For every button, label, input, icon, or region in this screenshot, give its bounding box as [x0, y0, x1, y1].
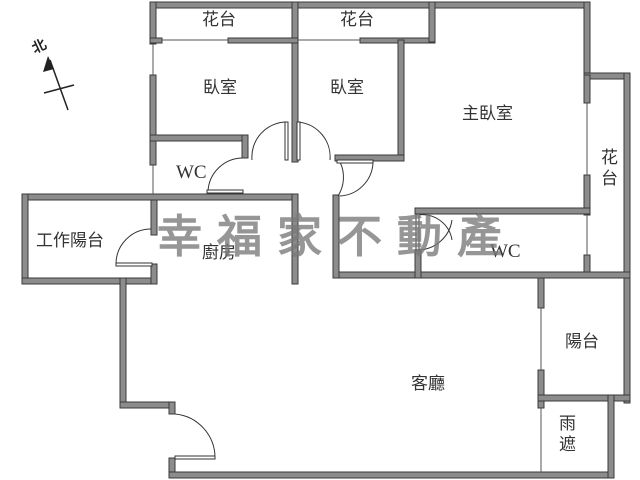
walls	[21, 1, 631, 479]
room-label-bedroom-1: 臥室	[203, 78, 237, 98]
room-label-master-bedroom: 主臥室	[462, 104, 513, 124]
doors	[115, 121, 453, 460]
room-label-wc-1: WC	[176, 162, 207, 183]
room-label-balcony: 陽台	[565, 332, 599, 352]
room-label-bedroom-2: 臥室	[330, 78, 364, 98]
watermark: 幸福家不動產	[157, 210, 518, 263]
room-label-utility-balcony: 工作陽台	[36, 231, 104, 251]
room-label-wc-2: WC	[490, 241, 521, 262]
room-label-planter-top-mid: 花台	[340, 10, 374, 30]
room-label-canopy: 雨遮	[555, 414, 575, 456]
room-label-planter-top-left: 花台	[202, 10, 236, 30]
windows	[152, 39, 588, 472]
room-label-living-room: 客廳	[411, 374, 445, 394]
room-label-kitchen: 廚房	[202, 243, 236, 263]
north-arrow-icon	[30, 30, 90, 120]
room-label-planter-right: 花台	[597, 148, 617, 190]
